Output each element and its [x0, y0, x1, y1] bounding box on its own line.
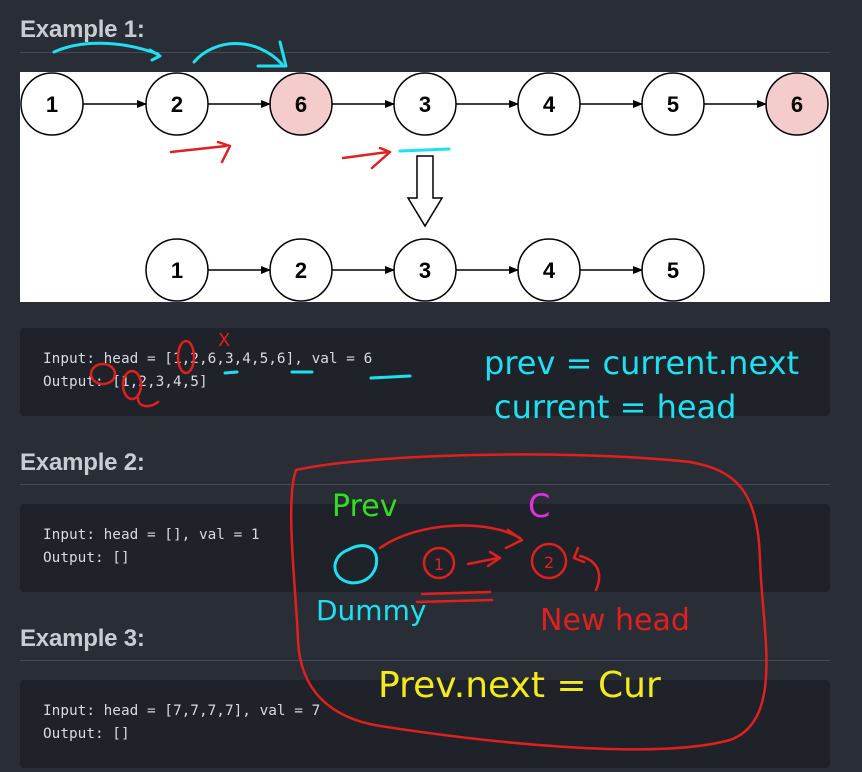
- input-node: 4: [517, 72, 581, 136]
- svg-text:1: 1: [46, 92, 58, 117]
- input-node-removed: 6: [765, 72, 829, 136]
- input-node-removed: 6: [269, 72, 333, 136]
- annotation-underline: [420, 590, 492, 596]
- example-3-heading: Example 3:: [20, 625, 145, 652]
- example-1-code-block: Input: head = [1,2,6,3,4,5,6], val = 6 O…: [20, 328, 830, 416]
- example-1-figure: 1 2 6 3 4 5 6: [20, 72, 830, 302]
- svg-text:2: 2: [295, 258, 307, 283]
- svg-text:2: 2: [171, 92, 183, 117]
- svg-text:1: 1: [171, 258, 183, 283]
- input-node: 5: [641, 72, 705, 136]
- svg-text:6: 6: [295, 92, 307, 117]
- output-node: 3: [393, 238, 457, 302]
- annotation-arc: [192, 42, 284, 66]
- annotation-arrowhead: [256, 40, 288, 68]
- output-line: Output: []: [43, 550, 130, 566]
- output-line: Output: [1,2,3,4,5]: [43, 374, 208, 390]
- svg-text:4: 4: [543, 92, 556, 117]
- example-3-code-block: Input: head = [7,7,7,7], val = 7 Output:…: [20, 680, 830, 768]
- annotation-underline: [415, 598, 494, 604]
- output-node: 2: [269, 238, 333, 302]
- svg-text:3: 3: [419, 258, 431, 283]
- svg-text:6: 6: [791, 92, 803, 117]
- input-node: 1: [20, 72, 84, 136]
- input-line: Input: head = [], val = 1: [43, 527, 260, 543]
- divider: [20, 484, 830, 485]
- input-node: 3: [393, 72, 457, 136]
- transform-arrow-icon: [406, 155, 444, 228]
- linked-list-diagram: 1 2 6 3 4 5 6: [20, 72, 829, 302]
- input-line: Input: head = [7,7,7,7], val = 7: [43, 703, 321, 719]
- divider: [20, 660, 830, 661]
- example-2-heading: Example 2:: [20, 449, 145, 476]
- svg-text:4: 4: [543, 258, 556, 283]
- output-line: Output: []: [43, 726, 130, 742]
- annotation-label-new-head: New head: [540, 603, 690, 638]
- annotation-label-dummy: Dummy: [316, 594, 426, 627]
- output-node: 4: [517, 238, 581, 302]
- svg-text:5: 5: [667, 258, 679, 283]
- example-2-code-block: Input: head = [], val = 1 Output: []: [20, 504, 830, 592]
- input-line: Input: head = [1,2,6,3,4,5,6], val = 6: [43, 351, 373, 367]
- divider: [20, 52, 830, 53]
- svg-text:5: 5: [667, 92, 679, 117]
- input-node: 2: [145, 72, 209, 136]
- output-node: 5: [641, 238, 705, 302]
- example-1-heading: Example 1:: [20, 16, 145, 43]
- svg-text:3: 3: [419, 92, 431, 117]
- output-node: 1: [145, 238, 209, 302]
